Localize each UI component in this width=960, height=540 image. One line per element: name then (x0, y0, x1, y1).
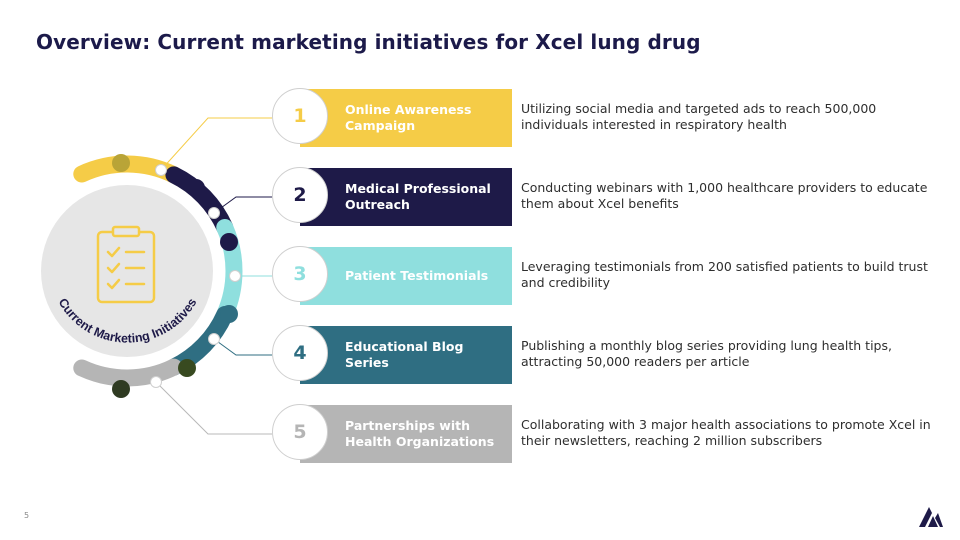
arc-dot (220, 233, 238, 251)
initiative-description: Utilizing social media and targeted ads … (521, 101, 877, 132)
arc-dot (220, 305, 238, 323)
initiative-title: Online Awareness Campaign (345, 102, 472, 133)
arc-end-dot-bottom (112, 380, 130, 398)
initiative-title: Medical Professional Outreach (345, 181, 491, 212)
arc-end-dot-top (112, 154, 130, 172)
initiative-number: 4 (272, 325, 328, 381)
initiative-number: 2 (272, 167, 328, 223)
connector-node (208, 333, 220, 345)
initiative-description: Conducting webinars with 1,000 healthcar… (521, 180, 928, 211)
initiative-number: 1 (272, 88, 328, 144)
initiative-bar: Partnerships with Health Organizations (300, 405, 512, 463)
initiative-description: Leveraging testimonials from 200 satisfi… (521, 259, 928, 290)
initiative-description: Collaborating with 3 major health associ… (521, 417, 931, 448)
hub-background (41, 185, 213, 357)
initiative-row-2: Medical Professional Outreach 2 (272, 167, 512, 226)
initiative-bar: Online Awareness Campaign (300, 89, 512, 147)
initiative-description: Publishing a monthly blog series providi… (521, 338, 892, 369)
initiative-row-4: Educational Blog Series 4 (272, 325, 512, 384)
connector-node (150, 376, 162, 388)
arc-segment-5 (73, 358, 183, 387)
initiative-title: Partnerships with Health Organizations (345, 418, 495, 449)
initiative-bar: Patient Testimonials (300, 247, 512, 305)
connector-node (208, 207, 220, 219)
initiative-title: Patient Testimonials (345, 268, 489, 283)
connector-node (229, 270, 241, 282)
checklist-icon (96, 225, 156, 304)
initiative-title: Educational Blog Series (345, 339, 464, 370)
initiative-row-5: Partnerships with Health Organizations 5 (272, 404, 512, 463)
initiative-bar: Medical Professional Outreach (300, 168, 512, 226)
initiative-row-3: Patient Testimonials 3 (272, 246, 512, 305)
arc-dot (178, 359, 196, 377)
initiative-row-1: Online Awareness Campaign 1 (272, 88, 512, 147)
slide-title: Overview: Current marketing initiatives … (36, 30, 701, 54)
initiative-number: 5 (272, 404, 328, 460)
connector-line (155, 381, 272, 435)
initiative-bar: Educational Blog Series (300, 326, 512, 384)
page-number: 5 (24, 511, 30, 520)
hub-circle: Current Marketing Initiatives (41, 185, 213, 357)
connector-line (213, 338, 272, 356)
initiative-number: 3 (272, 246, 328, 302)
company-logo-icon (919, 507, 943, 527)
arc-dots (112, 154, 241, 398)
connector-line (160, 117, 272, 171)
connector-node (155, 164, 167, 176)
arc-dot (187, 179, 205, 197)
